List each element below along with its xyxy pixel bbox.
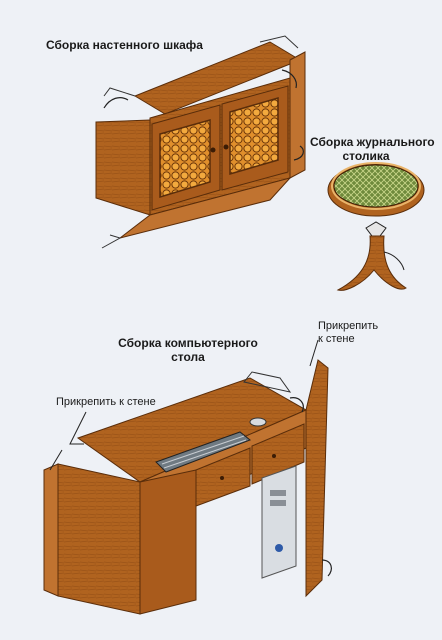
drawer-2 bbox=[251, 423, 305, 485]
power-button-icon bbox=[275, 544, 283, 552]
computer-desk-title-line1: Сборка компьютерного bbox=[118, 336, 258, 350]
cabinet-bottom-panel bbox=[119, 177, 292, 239]
mouse-icon bbox=[249, 417, 267, 427]
attach-to-wall-note-right: Прикрепить к стене bbox=[318, 320, 378, 346]
fold-arrow-icon bbox=[289, 397, 304, 413]
fold-arrow-icon bbox=[281, 69, 297, 89]
leg-connector bbox=[365, 221, 387, 237]
fold-arrow-icon bbox=[321, 559, 332, 577]
attach-to-wall-note-left: Прикрепить к стене bbox=[56, 396, 156, 408]
desk-right-back-panel bbox=[305, 359, 329, 598]
wall-cabinet-title: Сборка настенного шкафа bbox=[46, 38, 203, 52]
coffee-table-title-line1: Сборка журнального bbox=[310, 135, 435, 149]
fold-arrow-icon bbox=[293, 145, 304, 161]
attach-right-line2: к стене bbox=[318, 333, 355, 345]
right-door-lattice bbox=[229, 97, 279, 175]
computer-desk-title: Сборка компьютерного стола bbox=[118, 336, 258, 364]
desk-left-pedestal bbox=[57, 463, 141, 615]
computer-desk-title-line2: стола bbox=[171, 350, 205, 364]
table-leg bbox=[336, 235, 407, 291]
computer-tower bbox=[261, 465, 297, 579]
attach-right-line1: Прикрепить bbox=[318, 320, 379, 332]
fold-arrow-icon bbox=[103, 97, 129, 109]
right-door-knob bbox=[223, 144, 229, 150]
left-door-knob bbox=[210, 147, 216, 153]
table-top bbox=[333, 164, 419, 208]
desk-pedestal-front bbox=[139, 469, 197, 615]
coffee-table-title-line2: столика bbox=[342, 149, 390, 163]
coffee-table-title: Сборка журнального столика bbox=[310, 135, 435, 163]
left-door-lattice bbox=[159, 119, 211, 199]
